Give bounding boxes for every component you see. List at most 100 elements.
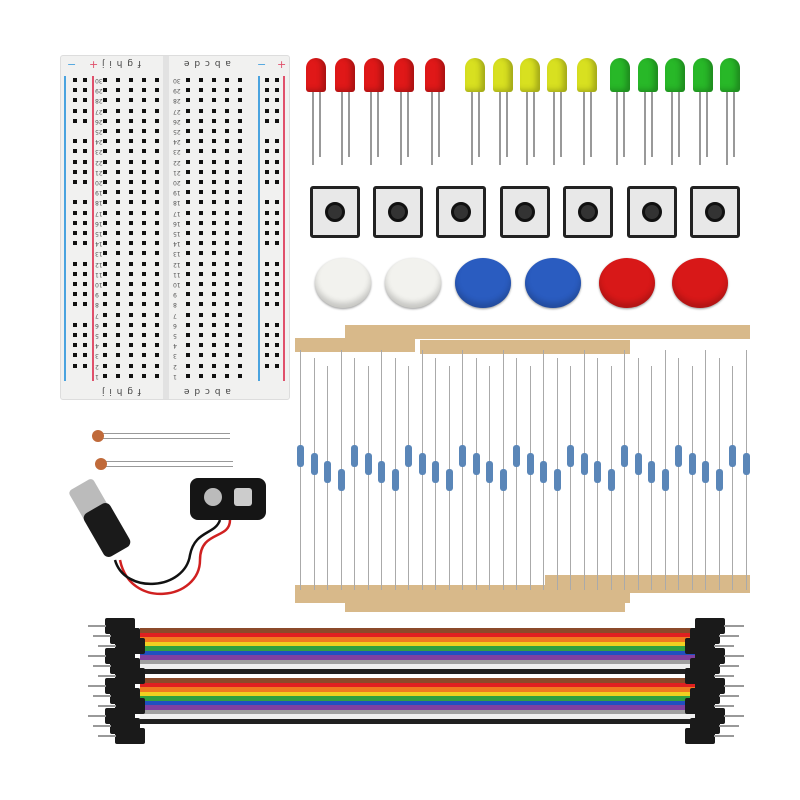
breadboard-hole <box>199 322 203 327</box>
row-number: 3 <box>95 352 99 360</box>
breadboard-hole <box>212 78 216 82</box>
led <box>493 58 513 92</box>
led-leg <box>348 92 350 157</box>
rail-hole <box>275 282 279 286</box>
rail-hole <box>73 261 77 266</box>
resistor <box>742 453 750 475</box>
photoresistor <box>95 458 107 470</box>
breadboard-hole <box>199 251 203 256</box>
breadboard-hole <box>212 220 216 225</box>
breadboard-hole <box>238 343 242 348</box>
breadboard-hole <box>103 98 107 103</box>
led-leg <box>699 92 701 165</box>
breadboard-hole <box>186 333 190 337</box>
row-number: 3 <box>173 352 177 360</box>
resistor <box>729 445 736 467</box>
tactile-button <box>310 186 360 238</box>
breadboard-hole <box>238 200 242 205</box>
jumper-pin <box>719 665 739 667</box>
rail-hole <box>83 200 87 205</box>
row-number: 13 <box>173 250 181 258</box>
breadboard-hole <box>129 210 133 215</box>
jumper-wire <box>140 628 700 633</box>
breadboard-hole <box>116 190 120 195</box>
resistor <box>297 445 304 467</box>
breadboard-hole <box>225 251 229 256</box>
breadboard-hole <box>129 169 133 174</box>
rail-hole <box>83 139 87 144</box>
breadboard-hole <box>199 353 203 358</box>
row-number: 14 <box>95 240 103 248</box>
breadboard-hole <box>155 190 159 195</box>
row-number: 10 <box>95 281 103 288</box>
breadboard-hole <box>103 231 107 235</box>
resistor <box>351 445 358 467</box>
jumper-pin <box>98 675 116 677</box>
plus-sign: + <box>89 58 99 71</box>
breadboard-hole <box>225 373 229 378</box>
minus-sign: − <box>257 58 267 71</box>
breadboard-hole <box>129 251 133 256</box>
rail-hole <box>73 302 77 307</box>
button-knob <box>325 202 345 222</box>
snap-terminal <box>234 488 252 506</box>
rail-hole <box>83 169 87 174</box>
breadboard-hole <box>199 312 203 317</box>
breadboard-hole <box>199 241 203 246</box>
breadboard-hole <box>225 322 229 327</box>
breadboard-hole <box>225 312 229 317</box>
jumper-pin <box>719 725 739 727</box>
photoresistor-lead <box>105 461 233 462</box>
jumper-wire <box>140 632 700 638</box>
rail-hole <box>73 322 77 327</box>
button-knob <box>578 202 598 222</box>
breadboard-hole <box>238 251 242 256</box>
resistor <box>310 453 318 475</box>
jumper-pin <box>714 735 734 737</box>
breadboard-hole <box>186 139 190 144</box>
breadboard-hole <box>238 169 242 174</box>
jumper-pin <box>719 695 739 697</box>
breadboard-hole <box>212 271 216 276</box>
rail-hole <box>265 200 269 205</box>
breadboard-hole <box>186 220 190 225</box>
breadboard-hole <box>116 210 120 215</box>
breadboard-hole <box>225 118 229 123</box>
tactile-button <box>627 186 677 238</box>
breadboard-hole <box>186 251 190 256</box>
breadboard-hole <box>155 220 159 225</box>
row-number: 14 <box>173 240 181 248</box>
led-leg <box>623 92 625 157</box>
row-number: 24 <box>95 138 103 146</box>
breadboard-hole <box>142 343 146 348</box>
row-number: 12 <box>173 260 181 268</box>
battery-clip <box>190 478 266 520</box>
led <box>306 58 326 92</box>
led-leg <box>319 92 321 157</box>
rail-hole <box>83 78 87 82</box>
breadboard-hole <box>103 353 107 358</box>
row-number: 21 <box>95 168 103 176</box>
resistor-lead <box>691 366 693 590</box>
button-knob <box>642 202 662 222</box>
breadboard-hole <box>225 261 229 266</box>
breadboard-hole <box>238 312 242 317</box>
row-number: 2 <box>173 362 177 370</box>
breadboard-hole <box>129 180 133 184</box>
breadboard-hole <box>212 373 216 378</box>
rail-hole <box>83 118 87 123</box>
button-knob <box>451 202 471 222</box>
button-knob <box>515 202 535 222</box>
breadboard-hole <box>142 373 146 378</box>
breadboard-hole <box>186 169 190 174</box>
row-number: 28 <box>173 97 181 105</box>
led-leg <box>678 92 680 157</box>
breadboard-hole <box>103 322 107 327</box>
breadboard-hole <box>225 333 229 337</box>
breadboard-hole <box>142 231 146 235</box>
breadboard-hole <box>142 220 146 225</box>
resistor <box>472 453 480 475</box>
jumper-wire <box>140 668 700 674</box>
breadboard-hole <box>129 220 133 225</box>
breadboard-hole <box>155 363 159 368</box>
